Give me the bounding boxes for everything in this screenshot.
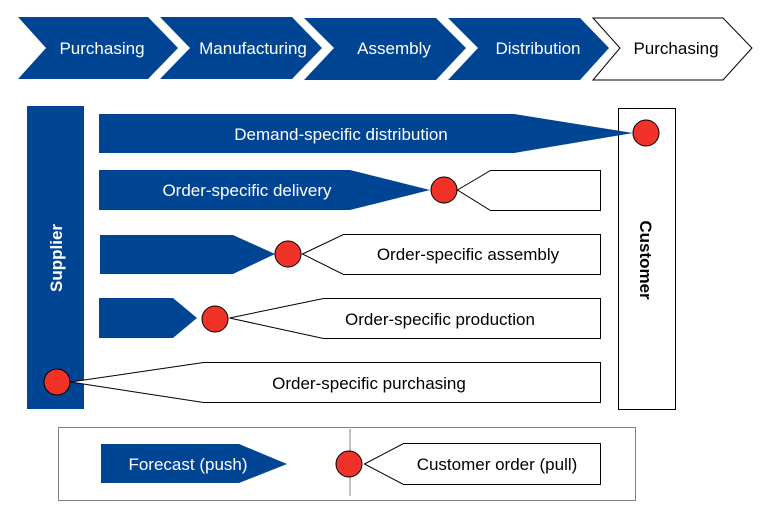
decoupling-point-icon bbox=[274, 240, 302, 268]
legend-pull-label: Customer order (pull) bbox=[417, 455, 578, 474]
supplier-block: Supplier bbox=[27, 106, 84, 409]
legend-push-arrow bbox=[101, 444, 287, 483]
chevron-shape bbox=[18, 17, 178, 79]
strategy-label: Order-specific production bbox=[345, 310, 535, 329]
push-arrow bbox=[99, 114, 633, 153]
decoupling-point-icon bbox=[632, 119, 660, 147]
supplier-bar bbox=[27, 106, 84, 409]
customer-block: Customer bbox=[618, 108, 676, 410]
strategy-label: Demand-specific distribution bbox=[234, 125, 448, 144]
process-step-label: Distribution bbox=[495, 39, 580, 58]
process-step-purchasing: Purchasing bbox=[18, 17, 178, 79]
strategy-row-order-specific-assembly: Order-specific assembly bbox=[100, 234, 601, 275]
decoupling-point-icon bbox=[43, 368, 71, 396]
strategy-row-order-specific-production: Order-specific production bbox=[99, 298, 601, 339]
strategy-row-order-specific-delivery: Order-specific delivery bbox=[99, 170, 601, 211]
push-arrow bbox=[99, 170, 430, 210]
process-step-label: Purchasing bbox=[59, 39, 144, 58]
customer-label: Customer bbox=[636, 220, 655, 300]
chevron-shape bbox=[591, 17, 753, 81]
strategy-row-demand-specific-distribution: Demand-specific distribution bbox=[99, 114, 660, 153]
strategy-label: Order-specific assembly bbox=[377, 245, 560, 264]
chevron-shape bbox=[304, 18, 466, 80]
process-step-label: Purchasing bbox=[633, 39, 718, 58]
red-circle-icon bbox=[335, 450, 363, 478]
decoupling-point-icon bbox=[201, 305, 229, 333]
supplier-label: Supplier bbox=[47, 224, 66, 292]
pull-arrow bbox=[301, 234, 601, 275]
strategy-label: Order-specific delivery bbox=[162, 181, 332, 200]
strategy-label: Order-specific purchasing bbox=[272, 374, 466, 393]
push-arrow bbox=[99, 298, 197, 338]
process-step-manufacturing: Manufacturing bbox=[160, 17, 322, 79]
pull-arrow bbox=[229, 298, 601, 339]
chevron-shape bbox=[160, 17, 322, 79]
decoupling-point-icon bbox=[430, 176, 458, 204]
push-arrow bbox=[100, 235, 275, 274]
process-step-distribution: Distribution bbox=[448, 18, 609, 80]
pull-arrow bbox=[70, 362, 601, 403]
pull-arrow bbox=[456, 170, 601, 211]
process-chain: Purchasing Manufacturing Assembly Distri… bbox=[18, 17, 753, 81]
legend-push-label: Forecast (push) bbox=[128, 455, 247, 474]
legend-pull-arrow bbox=[363, 443, 601, 485]
customer-bar bbox=[618, 108, 676, 410]
process-step-label: Assembly bbox=[357, 39, 431, 58]
process-step-purchasing-customer: Purchasing bbox=[591, 17, 753, 81]
process-step-assembly: Assembly bbox=[304, 18, 466, 80]
process-step-label: Manufacturing bbox=[199, 39, 307, 58]
legend: Forecast (push) Customer order (pull) bbox=[58, 427, 636, 501]
chevron-shape bbox=[448, 18, 609, 80]
strategy-row-order-specific-purchasing: Order-specific purchasing bbox=[43, 362, 601, 403]
